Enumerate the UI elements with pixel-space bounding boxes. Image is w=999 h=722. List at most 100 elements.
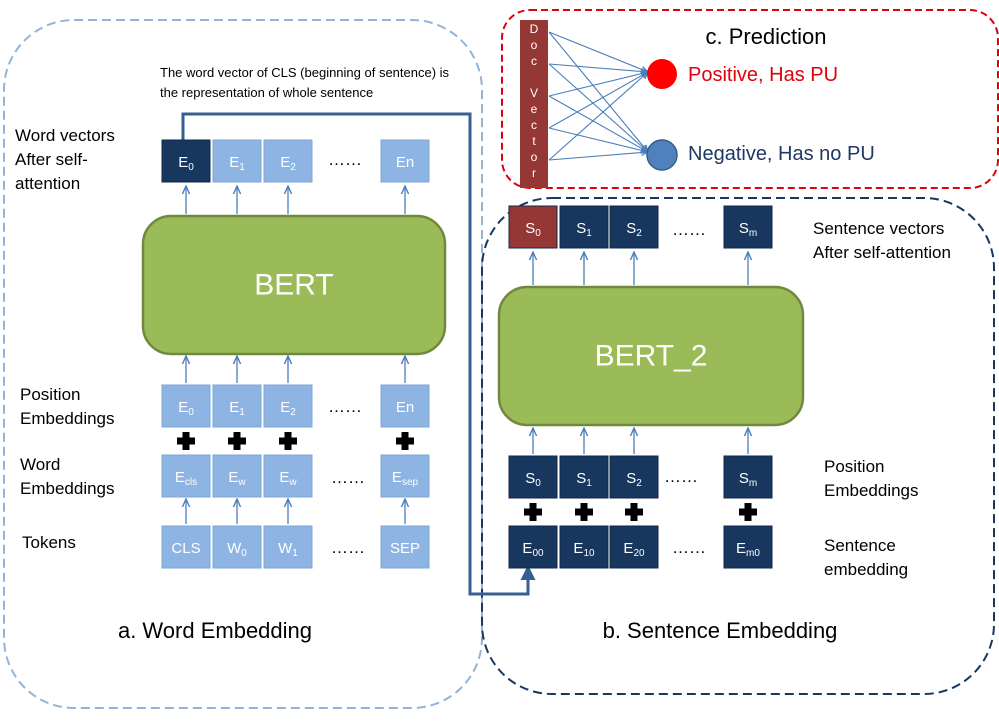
sentence-embed-label-line1: Sentence [824,536,896,555]
doc-vector-letter: D [530,22,539,36]
doc-vector-letter: V [530,86,538,100]
sentence-embed-label-line2: embedding [824,560,908,579]
word-embed-box-3: Esep [380,454,430,498]
token-box-1: W0 [212,525,262,569]
word-position-box-3: En [380,384,430,428]
sentence-output-box-2-text: S2 [626,220,642,239]
doc-vector-letter: r [532,166,536,180]
pred-line-positive-4 [548,72,648,161]
sentence-embed-box-2: E20 [609,525,659,569]
sentence-position-box-1: S1 [559,455,609,499]
token-box-0-text: CLS [171,540,200,557]
sentence-plus-1 [575,503,593,521]
bert2-label: BERT_2 [595,340,708,373]
sentence-embed-box-3: Em0 [723,525,773,569]
word-position-box-2-text: E2 [280,399,296,418]
sentence-plus-3 [739,503,757,521]
flow-arrows [186,186,748,524]
sentence-embed-box-0-text: E00 [522,540,544,559]
sentence-position-box-3: Sm [723,455,773,499]
tokens-label: Tokens [22,533,76,552]
doc-vector-letter: o [531,150,538,164]
word-embed-box-1-text: Ew [228,469,246,488]
pred-line-positive-1 [548,63,648,72]
word-output-box-3: En [380,139,430,183]
word-plus-2 [279,432,297,450]
sentence-position-box-3-text: Sm [739,470,757,489]
sentence-embed-box-3-text: Em0 [736,540,760,559]
pred-line-negative-0 [548,31,648,152]
token-box-2-text: W1 [278,540,298,559]
word-output-box-1: E1 [212,139,262,183]
word-embed-label-line2: Embeddings [20,479,115,498]
cls-note-line1: The word vector of CLS (beginning of sen… [160,65,450,80]
word-output-box-2: E2 [263,139,313,183]
sentence-embed-box-1-text: E10 [573,540,595,559]
pred-line-negative-3 [548,127,648,152]
word-output-label-line1: Word vectors [15,126,115,145]
sentence-panel-title: b. Sentence Embedding [603,618,838,643]
bert-label: BERT [254,269,333,302]
token-box-1-text: W0 [227,540,247,559]
word-position-box-2: E2 [263,384,313,428]
word-output-box-0-text: E0 [178,154,194,173]
pred-line-positive-3 [548,72,648,129]
plus-signs [177,432,757,521]
token-box-3-text: SEP [390,540,420,557]
doc-vector-letter: c [531,118,537,132]
word-output-box-0: E0 [161,139,211,183]
word-position-box-1: E1 [212,384,262,428]
word-output-label-line3: attention [15,174,80,193]
negative-label: Negative, Has no PU [688,143,875,165]
word-plus-1 [228,432,246,450]
sentence-output-dots: …… [672,220,706,239]
sentence-embed-dots: …… [672,538,706,557]
pred-line-negative-2 [548,95,648,152]
word-position-dots: …… [328,397,362,416]
sentence-output-box-1: S1 [559,205,609,249]
sentence-embed-box-2-text: E20 [623,540,645,559]
word-embed-box-3-text: Esep [392,469,419,488]
word-plus-3 [396,432,414,450]
positive-dot [647,59,677,89]
word-position-box-0: E0 [161,384,211,428]
word-embed-box-1: Ew [212,454,262,498]
ellipsis-marks: …………………………………… [328,150,706,557]
sentence-output-label-line1: Sentence vectors [813,219,944,238]
pred-line-negative-4 [548,152,648,161]
bert2-block [497,285,805,427]
word-position-box-3-text: En [396,399,414,416]
word-output-box-1-text: E1 [229,154,245,173]
word-embed-box-0-text: Ecls [175,469,197,488]
pred-line-positive-0 [548,31,648,72]
word-plus-0 [177,432,195,450]
sentence-output-box-1-text: S1 [576,220,592,239]
sentence-plus-2 [625,503,643,521]
cls-connector-arrow [181,112,536,596]
word-output-box-2-text: E2 [280,154,296,173]
sentence-embed-box-1: E10 [559,525,609,569]
sentence-output-box-0-text: S0 [525,220,541,239]
doc-vector-bar [520,20,548,188]
prediction-panel [501,9,999,189]
word-embedding-panel [3,19,483,709]
token-box-0: CLS [161,525,211,569]
sentence-embed-box-0: E00 [508,525,558,569]
word-embed-box-2-text: Ew [279,469,297,488]
sentence-position-box-1-text: S1 [576,470,592,489]
prediction-panel-title: c. Prediction [705,24,826,49]
word-position-label-line1: Position [20,385,80,404]
token-box-3: SEP [380,525,430,569]
word-position-box-1-text: E1 [229,399,245,418]
cls-note-line2: the representation of whole sentence [160,85,373,100]
sentence-position-label-line2: Embeddings [824,481,919,500]
token-box-2: W1 [263,525,313,569]
sentence-output-box-3-text: Sm [739,220,757,239]
sentence-output-label-line2: After self-attention [813,243,951,262]
sentence-output-box-2: S2 [609,205,659,249]
pred-line-negative-1 [548,63,648,152]
positive-label: Positive, Has PU [688,64,838,86]
word-embed-box-2: Ew [263,454,313,498]
